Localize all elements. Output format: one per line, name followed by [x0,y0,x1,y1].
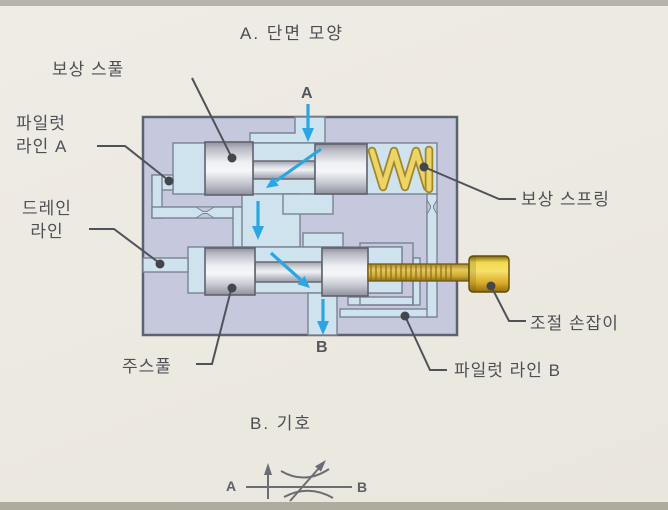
flow-arrows [252,104,329,335]
screw-threads [370,265,452,280]
label-drain-line: 드레인 라인 [22,199,72,241]
symbol-throttle-arc-top [280,468,330,479]
label-pilot-line-a: 파일럿 라인 A [16,114,68,156]
leader-drain-line [89,228,159,263]
section-b-title: B. 기호 [250,414,313,433]
leader-pilot-line-b [404,315,447,371]
adjustment-screw [367,263,470,282]
label-adjust-knob: 조절 손잡이 [530,314,619,333]
label-compensator-spool: 보상 스풀 [52,60,125,79]
flow-arrow-upper-diagonal [266,147,322,188]
port-a-marker: A [301,85,313,102]
compensator-spool [204,141,368,196]
label-pilot-line-b: 파일럿 라인 B [454,361,561,380]
symbol-adjustable-arrow [289,467,320,502]
label-compensator-spring: 보상 스프링 [521,190,610,209]
restrictor-pinches [194,198,438,219]
compensator-piston-right [314,143,368,195]
spring-drain-channel [426,193,438,318]
adjustment-knob [468,255,510,293]
section-a-title: A. 단면 모양 [240,24,345,43]
flow-arrow-center-down [252,201,264,240]
scan-edge-top [0,0,668,6]
symbol-port-b: B [357,479,368,495]
symbol-throttle-arc-bottom [283,489,334,499]
flow-arrow-lower-diagonal [269,251,310,288]
leader-main-spool [196,289,232,365]
leader-pilot-line-a [97,145,169,181]
drain-channel [142,257,189,273]
pilot-line-b-channel [347,296,414,306]
port-b-marker: B [316,339,328,356]
flow-arrow-inlet [302,104,314,142]
main-piston-right [321,247,369,297]
leader-adjust-knob [490,285,526,322]
leader-lines [89,77,526,371]
main-spool [204,247,369,297]
scan-edge-bottom [0,502,668,510]
label-main-spool: 주스풀 [122,357,172,376]
flow-arrow-outlet [317,299,329,335]
leader-dots [155,153,496,321]
main-shaft [254,261,323,283]
hydraulic-symbol [246,460,352,502]
leader-compensator-spring [423,166,516,200]
symbol-port-a: A [226,478,237,494]
leader-compensator-spool [191,77,232,157]
